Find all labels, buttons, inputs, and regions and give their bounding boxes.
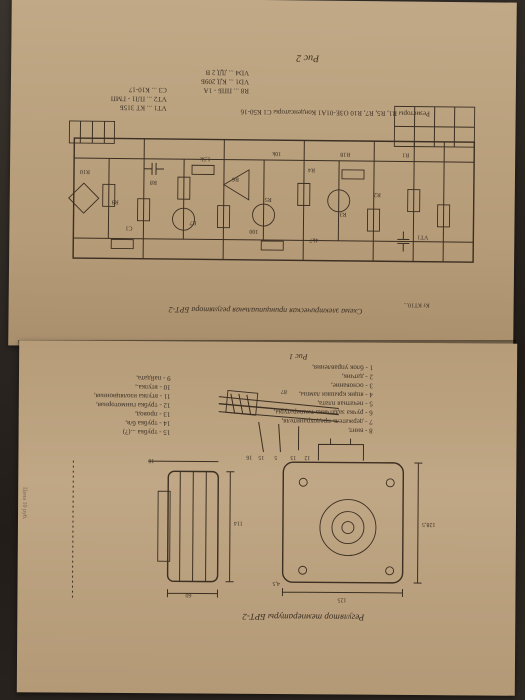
controller-side-view: [71, 460, 235, 601]
dimension-label: 13: [290, 454, 297, 461]
component-label: R5: [264, 196, 272, 203]
component-label: R2: [373, 191, 381, 198]
dimension-label: 12: [304, 454, 311, 461]
component-label: R9: [111, 198, 119, 205]
component-label: R1: [402, 151, 410, 158]
dimension-label: 87: [280, 388, 287, 395]
dimension-label: 114: [233, 519, 243, 526]
circuit-schematic: [68, 105, 476, 263]
component-label: R6: [231, 175, 239, 182]
component-label: R8: [149, 178, 157, 185]
component-label: R3: [339, 210, 347, 217]
component-label: 10k: [272, 150, 282, 157]
dimension-label: 60: [185, 591, 192, 598]
schematic-sheet: Рис 2 Резисторы R1, R5, R7, R10 ОЗЕ-01А1…: [8, 0, 517, 351]
dimension-label: 5: [274, 454, 278, 461]
component-label: C1: [125, 224, 133, 231]
device-sheet: Рис 1 8 - винт, 7 - держатель предохрани…: [16, 340, 518, 696]
component-label: 4k7: [309, 236, 319, 243]
dimension-label: 15: [258, 453, 265, 460]
side-stamp: Цена 10 руб.: [21, 487, 28, 520]
device-title: Регулятор температуры БРТ-2: [242, 611, 365, 623]
component-label: R18: [340, 150, 351, 157]
component-label: VT1: [417, 233, 429, 240]
dimension-label: 128,5: [421, 521, 436, 528]
dimension-label: 10: [148, 457, 155, 464]
sensor-probe-drawing: [218, 389, 339, 453]
dimension-label: 4,5: [272, 580, 281, 587]
component-label: R7: [189, 219, 197, 226]
component-label: 1,5k: [200, 155, 211, 162]
component-label: R10: [79, 168, 91, 175]
controller-front-view: [281, 438, 423, 597]
bottom-note: Кт КТ10...: [403, 301, 430, 308]
component-label: 100: [249, 227, 259, 234]
dimension-label: 125: [337, 596, 347, 603]
component-label: R4: [308, 166, 316, 173]
dimension-label: 16: [246, 453, 253, 460]
